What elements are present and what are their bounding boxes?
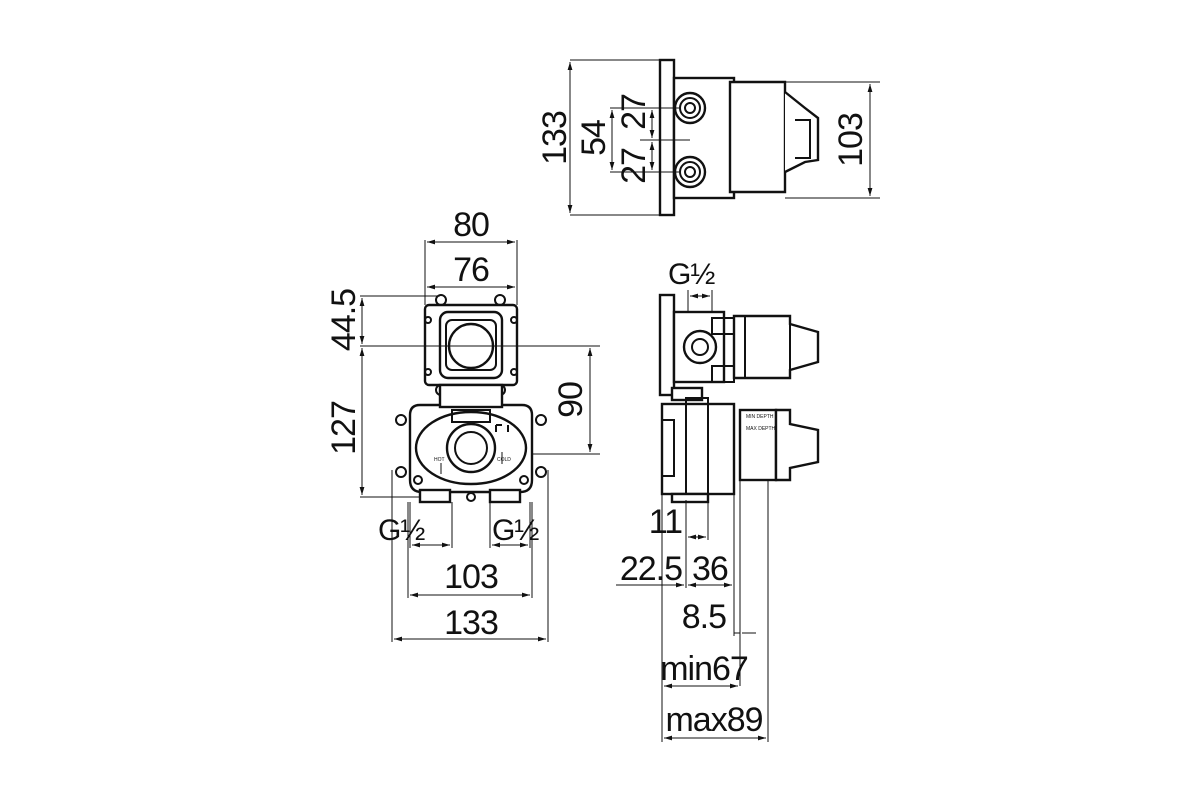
- front-dim-top-offset: 44.5: [325, 289, 363, 351]
- top-dim-right: 103: [832, 113, 870, 167]
- front-label-cold: COLD: [497, 457, 511, 463]
- top-dim-lower: 27: [615, 148, 653, 184]
- side-view: MIN DEPTH MAX DEPTH G½ 11 22.5 36 8.5 mi…: [616, 258, 820, 742]
- front-dim-bottom-inner: 103: [444, 558, 498, 596]
- front-label-hot: HOT: [434, 457, 445, 463]
- top-view: 133 54 27 27 103: [536, 58, 880, 217]
- front-thread-left: G½: [378, 514, 425, 547]
- top-wall-plate: [658, 58, 676, 217]
- top-dim-spacing: 54: [575, 120, 613, 156]
- top-dim-height: 133: [536, 111, 574, 165]
- side-dim-min: min67: [660, 650, 748, 688]
- front-dim-width-inner: 76: [453, 251, 489, 289]
- side-depth-plate: [738, 408, 778, 482]
- side-dim-22-5: 22.5: [620, 550, 682, 588]
- side-thread-top: G½: [668, 258, 715, 291]
- front-inlet-right: [488, 488, 522, 504]
- side-label-max-depth: MAX DEPTH: [746, 426, 776, 432]
- side-dim-11: 11: [649, 503, 682, 541]
- side-label-min-depth: MIN DEPTH: [746, 414, 774, 420]
- side-inlet: [682, 329, 718, 365]
- side-dim-max: max89: [665, 701, 762, 739]
- front-dim-width-outer: 80: [453, 206, 489, 244]
- top-cartridge: [728, 80, 787, 194]
- side-upper-cartridge: [732, 314, 820, 380]
- side-lower-cartridge: [774, 408, 820, 482]
- side-wall-plate: [658, 293, 676, 397]
- top-handle: [784, 91, 820, 174]
- side-dim-36: 36: [692, 550, 728, 588]
- front-view: HOT COLD 80 76 44.5 127 90 G½ G½: [325, 206, 600, 642]
- front-inlet-left: [418, 488, 452, 504]
- side-dim-8-5: 8.5: [682, 598, 726, 636]
- front-dim-center-bottom: 90: [552, 382, 590, 418]
- front-dim-body-height: 127: [325, 401, 363, 455]
- top-dim-upper: 27: [615, 94, 653, 130]
- side-lower-body: [660, 402, 736, 496]
- front-dim-bottom-outer: 133: [444, 604, 498, 642]
